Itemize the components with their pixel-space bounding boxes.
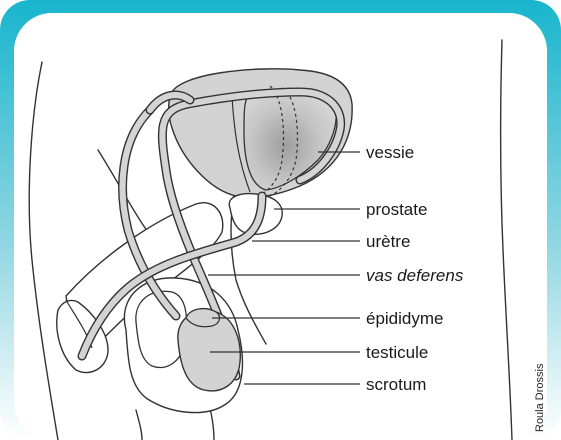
- label-testicle: testicule: [366, 343, 428, 362]
- label-prostate: prostate: [366, 200, 427, 219]
- illustrator-credit: Roula Drossis: [534, 363, 546, 432]
- label-scrotum: scrotum: [366, 375, 426, 394]
- label-bladder: vessie: [366, 143, 414, 162]
- label-urethra: urètre: [366, 232, 410, 251]
- label-epididymis: épididyme: [366, 309, 444, 328]
- label-vas-deferens: vas deferens: [366, 266, 464, 285]
